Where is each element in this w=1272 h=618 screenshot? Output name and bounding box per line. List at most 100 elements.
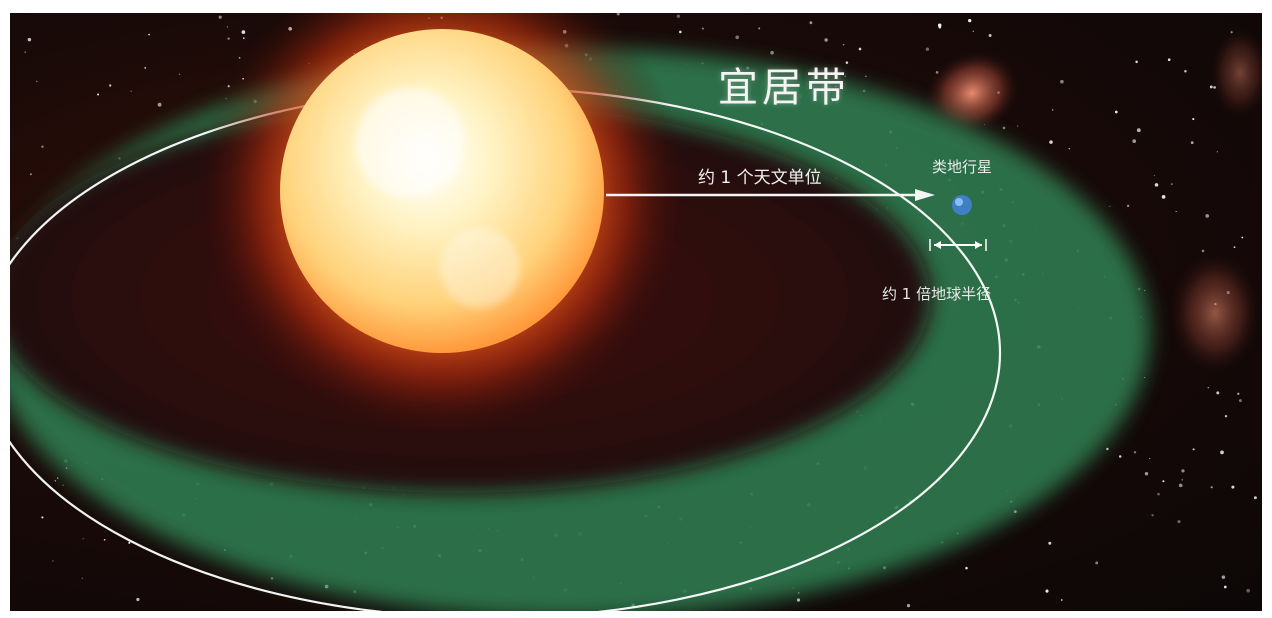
background-star: [103, 538, 106, 541]
background-star: [824, 38, 828, 42]
background-star: [41, 516, 44, 519]
background-star: [1060, 599, 1063, 601]
background-star: [1192, 448, 1195, 451]
background-star: [1233, 246, 1236, 249]
background-star: [1002, 126, 1006, 130]
background-star: [157, 102, 162, 107]
background-star: [925, 47, 930, 51]
background-star: [1192, 118, 1195, 121]
background-star: [1114, 110, 1118, 114]
background-star: [27, 37, 32, 42]
background-star: [938, 25, 942, 29]
background-star: [136, 597, 140, 602]
background-star: [227, 37, 230, 40]
background-star: [844, 75, 847, 78]
background-star: [758, 27, 761, 30]
background-star: [29, 173, 32, 176]
background-star: [1181, 479, 1183, 481]
background-star: [1144, 472, 1149, 476]
background-star: [858, 47, 862, 51]
background-star: [1161, 195, 1166, 199]
background-star: [972, 30, 974, 32]
background-star: [1210, 486, 1213, 489]
planet-label: 类地行星: [932, 158, 993, 176]
habitable-zone-title: 宜居带: [718, 65, 850, 111]
background-star: [1231, 485, 1235, 489]
background-star: [1241, 236, 1244, 239]
background-star: [1246, 588, 1250, 593]
background-star: [1133, 451, 1137, 454]
background-star: [1068, 147, 1071, 150]
background-star: [41, 145, 44, 148]
background-star: [1154, 183, 1159, 187]
background-star: [965, 566, 968, 570]
background-star: [1144, 290, 1146, 292]
background-star: [1201, 249, 1205, 253]
background-star: [1118, 455, 1122, 458]
background-star: [1181, 469, 1185, 473]
background-star: [1178, 483, 1183, 488]
background-star: [809, 21, 813, 25]
nebula-icon: [925, 28, 1262, 373]
background-star: [770, 50, 774, 55]
background-star: [968, 18, 972, 23]
background-star: [81, 577, 83, 579]
background-star: [845, 61, 849, 64]
background-star: [218, 15, 222, 19]
background-star: [54, 480, 57, 482]
scene-graphics: [10, 13, 1262, 611]
background-star: [1151, 513, 1154, 517]
background-star: [148, 33, 150, 36]
background-star: [1216, 391, 1220, 395]
background-star: [1253, 496, 1257, 500]
background-star: [1106, 447, 1109, 451]
background-star: [1109, 205, 1111, 208]
background-star: [701, 27, 704, 30]
background-star: [1144, 376, 1146, 379]
background-star: [906, 604, 911, 608]
background-star: [1170, 183, 1173, 186]
background-star: [1153, 175, 1156, 177]
background-star: [1190, 141, 1194, 145]
background-star: [128, 541, 131, 544]
background-star: [1051, 109, 1054, 111]
background-star: [735, 35, 740, 40]
space-scene: 宜居带 约 1 个天文单位 类地行星 约 1 倍地球半径: [10, 13, 1262, 611]
background-star: [988, 34, 992, 37]
background-star: [1221, 575, 1226, 579]
background-star: [1223, 585, 1227, 589]
earth-like-planet-icon: [952, 195, 972, 215]
background-star: [242, 37, 245, 39]
background-star: [679, 30, 682, 34]
background-star: [1157, 492, 1160, 496]
arrow-right-icon: [606, 189, 935, 201]
background-star: [109, 84, 112, 87]
background-star: [1162, 480, 1165, 483]
background-star: [616, 13, 620, 16]
double-arrow-icon: [929, 239, 987, 251]
background-star: [865, 75, 867, 77]
background-star: [241, 30, 246, 34]
background-star: [1135, 60, 1138, 64]
background-star: [1017, 125, 1019, 127]
background-star: [1205, 214, 1210, 218]
background-star: [97, 93, 100, 96]
background-star: [1060, 79, 1064, 84]
background-star: [1136, 128, 1141, 133]
background-star: [1175, 211, 1177, 213]
background-star: [144, 67, 147, 69]
background-star: [796, 598, 801, 602]
background-star: [842, 44, 845, 46]
background-star: [1049, 140, 1053, 144]
background-star: [1095, 561, 1099, 565]
radius-label: 约 1 倍地球半径: [882, 285, 992, 303]
background-star: [226, 26, 228, 28]
background-star: [1045, 589, 1049, 593]
background-star: [1224, 415, 1228, 418]
background-star: [1048, 541, 1052, 545]
background-star: [1220, 450, 1224, 455]
background-star: [1237, 392, 1240, 395]
background-star: [1184, 70, 1187, 73]
background-star: [1149, 458, 1151, 460]
background-star: [52, 560, 54, 562]
